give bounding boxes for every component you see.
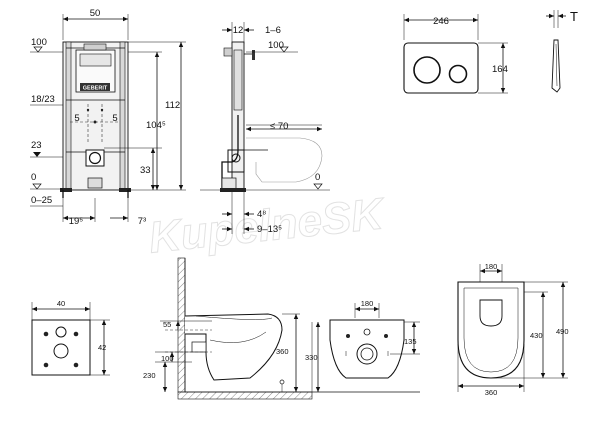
dim-front-180: 180 xyxy=(361,299,374,308)
dim-left-5: 5 xyxy=(74,113,79,124)
half-flush-button xyxy=(448,64,468,84)
dim-max-70: ≤ 70 xyxy=(270,121,288,132)
dim-bowl-360: 360 xyxy=(276,347,289,356)
bowl-side-view: 55 100 230 360 xyxy=(143,257,313,400)
bowl-front-view: 330 180 135 xyxy=(305,299,420,393)
full-flush-button xyxy=(413,56,441,84)
dim-bottom-7-3: 7³ xyxy=(138,216,146,227)
frame-front-view: 50 GEBERIT 5 5 100 xyxy=(30,8,186,227)
wall-hole-template: 40 42 xyxy=(31,299,110,376)
side-level-100-label: 100 xyxy=(268,40,284,51)
dim-front-330: 330 xyxy=(305,353,318,362)
dim-bowl-230: 230 xyxy=(143,371,156,380)
dim-bowl-55: 55 xyxy=(163,320,171,329)
dim-right-5: 5 xyxy=(112,113,117,124)
dim-bowl-100: 100 xyxy=(161,354,174,363)
dim-top-430: 430 xyxy=(530,331,543,340)
dim-top-180: 180 xyxy=(485,262,498,271)
dim-front-135: 135 xyxy=(404,337,417,346)
frame-side-view: 12 1–6 100 ≤ 70 0 4⁸ 9–13⁵ xyxy=(200,22,330,235)
dim-template-height: 42 xyxy=(98,343,106,352)
brand-plate-text: GEBERIT xyxy=(83,86,108,92)
dim-plate-width: 246 xyxy=(433,16,449,27)
dim-range-1-6: 1–6 xyxy=(265,25,281,36)
dim-height-33: 33 xyxy=(140,165,151,176)
dim-height-104-5: 104⁵ xyxy=(146,120,166,131)
dim-bottom-4-8: 4⁸ xyxy=(257,209,266,220)
dim-plate-thickness: T xyxy=(570,9,578,24)
level-23-label: 23 xyxy=(31,140,42,151)
dim-bottom-19-5: 19⁵ xyxy=(69,216,84,227)
dim-top-360: 360 xyxy=(485,388,498,397)
dim-frame-width: 50 xyxy=(90,8,101,19)
dim-bottom-9-13-5: 9–13⁵ xyxy=(257,224,282,235)
dim-height-112: 112 xyxy=(165,100,180,111)
dim-top-490: 490 xyxy=(556,327,569,336)
dim-depth-12: 12 xyxy=(233,25,244,36)
flush-plate-front-view: 246 164 xyxy=(403,14,508,94)
bowl-top-view: 180 430 490 360 xyxy=(457,262,569,397)
mark-18-23-label: 18/23 xyxy=(31,94,55,105)
dim-plate-height: 164 xyxy=(492,64,508,75)
side-level-0-label: 0 xyxy=(315,172,320,183)
range-0-25-label: 0–25 xyxy=(31,195,52,206)
level-0-label: 0 xyxy=(31,172,36,183)
level-100-label: 100 xyxy=(31,37,47,48)
flush-plate-side-view: T xyxy=(546,9,578,93)
dim-template-width: 40 xyxy=(57,299,65,308)
